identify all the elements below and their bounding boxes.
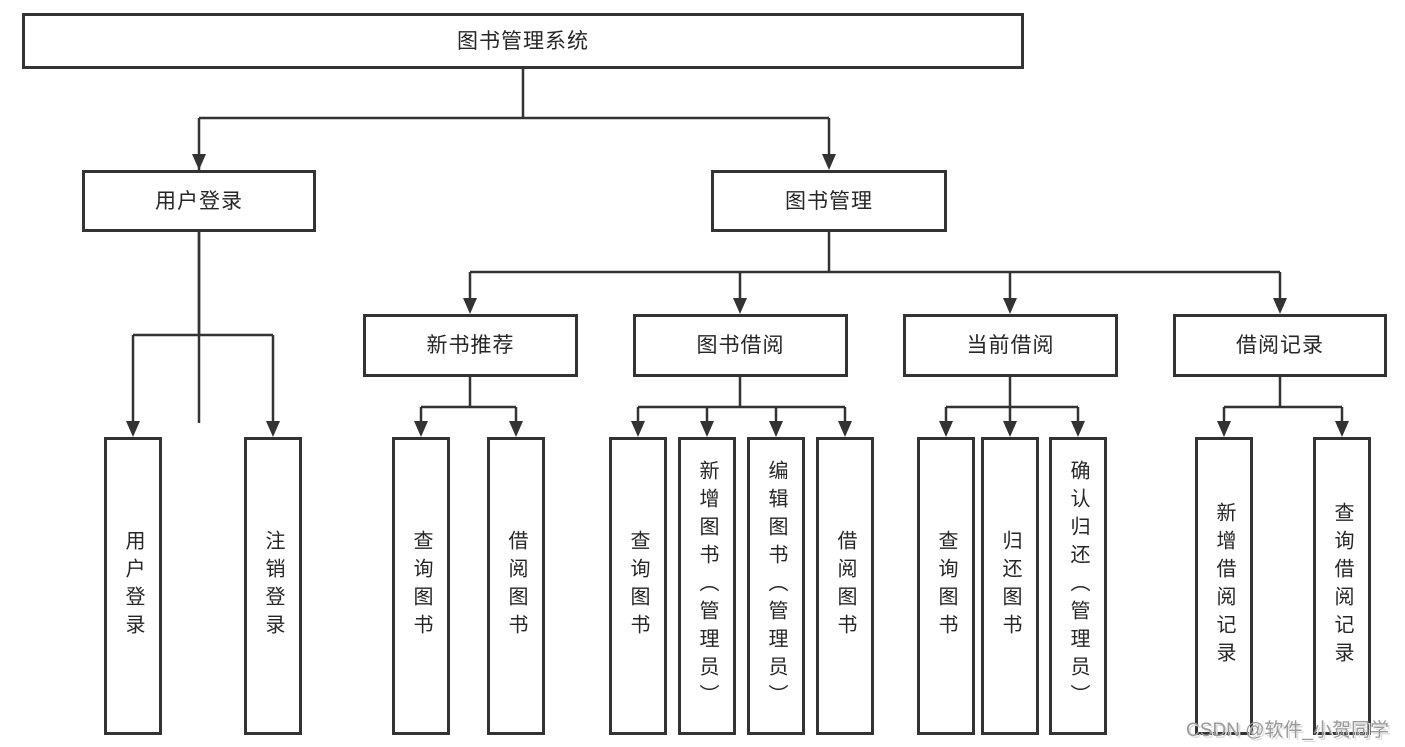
node-book-borrowing: 图书借阅 bbox=[633, 314, 848, 377]
node-new-book-recommend-label: 新书推荐 bbox=[426, 334, 515, 357]
node-borrowing-records-label: 借阅记录 bbox=[1236, 334, 1324, 357]
leaf-query-books-borrowing: 查询图书 bbox=[609, 437, 667, 735]
node-borrowing-records: 借阅记录 bbox=[1173, 314, 1387, 377]
arrowheads bbox=[126, 154, 1349, 437]
leaf-borrow-books-borrowing: 借阅图书 bbox=[816, 437, 874, 735]
leaf-logout-login: 注销登录 bbox=[244, 437, 302, 735]
node-user-login-label: 用户登录 bbox=[155, 189, 243, 213]
node-book-management-label: 图书管理 bbox=[785, 189, 873, 213]
leaf-confirm-return-admin: 确认归还（管理员） bbox=[1049, 437, 1107, 735]
node-new-book-recommend: 新书推荐 bbox=[363, 314, 578, 377]
leaf-query-borrow-record: 查询借阅记录 bbox=[1313, 437, 1371, 735]
node-book-management: 图书管理 bbox=[711, 170, 947, 232]
leaf-add-books-admin: 新增图书（管理员） bbox=[678, 437, 736, 735]
leaf-query-books-recommend: 查询图书 bbox=[392, 437, 450, 735]
node-current-borrowing-label: 当前借阅 bbox=[966, 334, 1055, 357]
node-root-system: 图书管理系统 bbox=[22, 13, 1024, 69]
node-user-login: 用户登录 bbox=[82, 170, 316, 232]
leaf-edit-books-admin: 编辑图书（管理员） bbox=[747, 437, 805, 735]
leaf-return-books: 归还图书 bbox=[981, 437, 1039, 735]
leaf-query-books-current: 查询图书 bbox=[917, 437, 975, 735]
node-book-borrowing-label: 图书借阅 bbox=[696, 334, 785, 357]
node-root-label: 图书管理系统 bbox=[457, 29, 589, 53]
leaf-user-login: 用户登录 bbox=[104, 437, 162, 735]
leaf-borrow-books-recommend: 借阅图书 bbox=[487, 437, 545, 735]
csdn-watermark: CSDN @软件_小贺同学 bbox=[1186, 720, 1389, 741]
node-current-borrowing: 当前借阅 bbox=[903, 314, 1118, 377]
leaf-add-borrow-record: 新增借阅记录 bbox=[1195, 437, 1253, 735]
